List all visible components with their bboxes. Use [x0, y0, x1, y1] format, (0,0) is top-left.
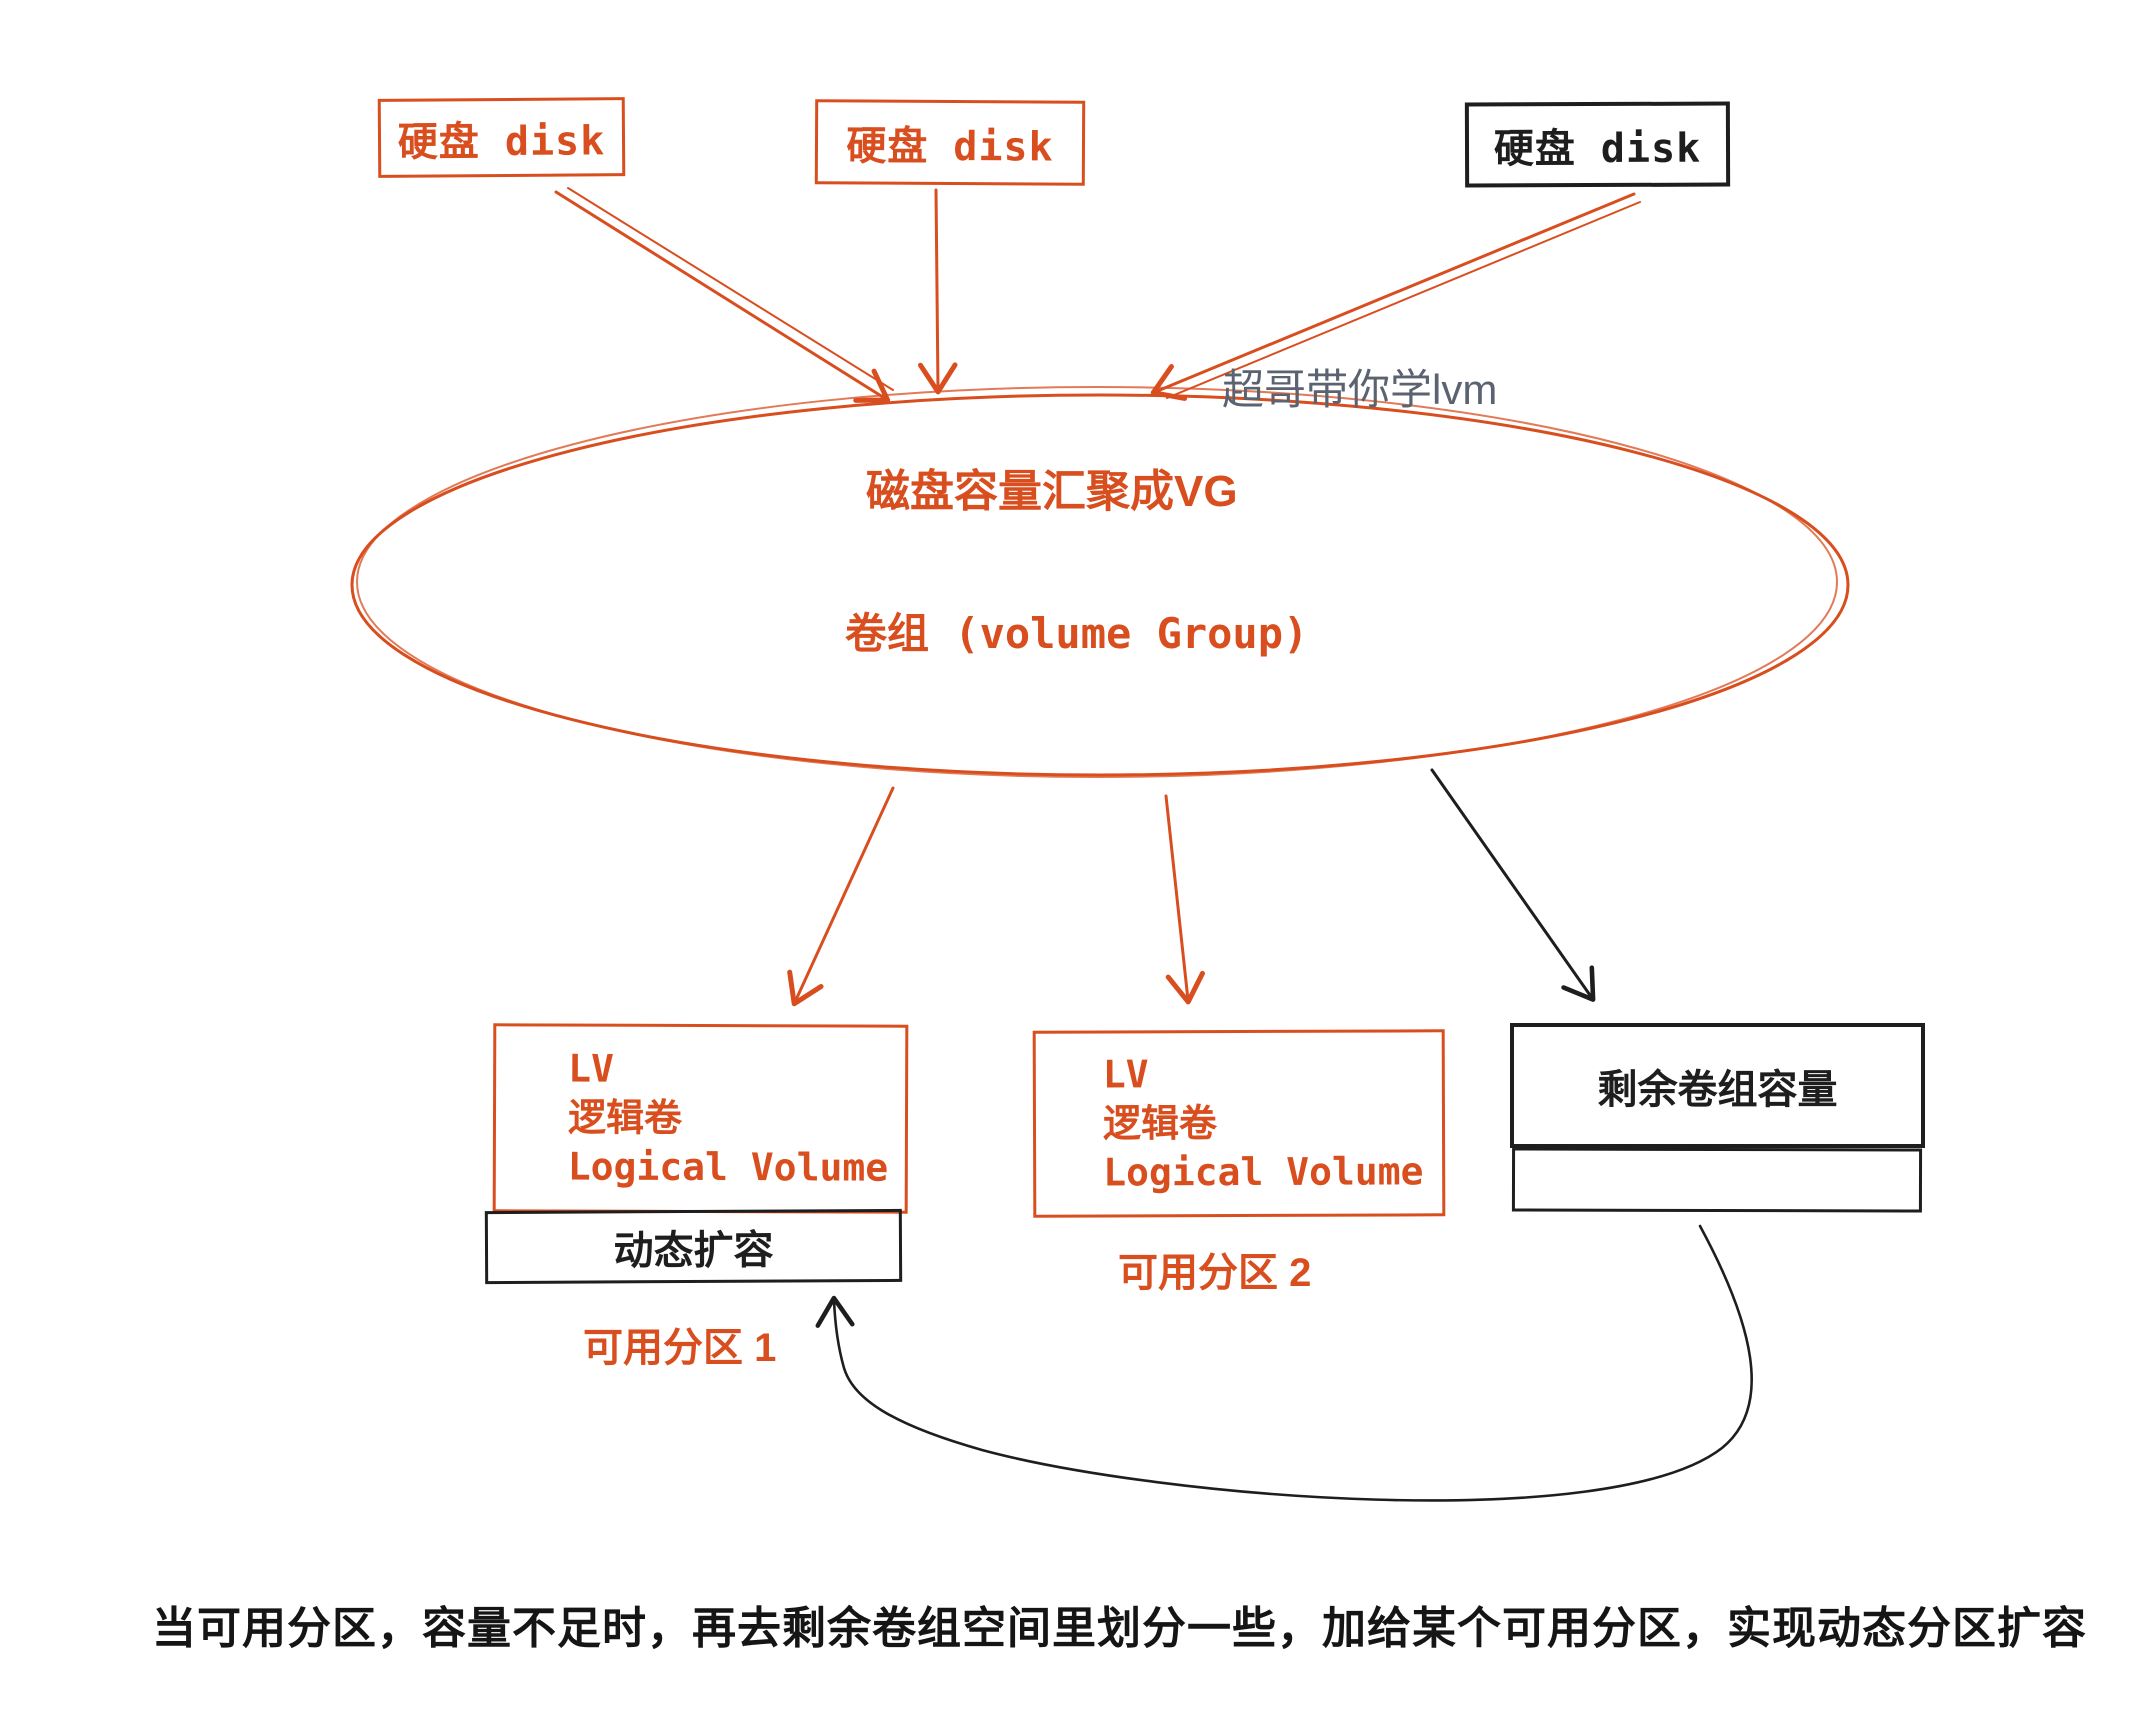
lv1-line-3: Logical Volume — [567, 1144, 889, 1190]
arrow-disk2-to-vg — [918, 188, 958, 395]
lv2-line-3: Logical Volume — [1103, 1149, 1424, 1195]
disk-box-2: 硬盘 disk — [814, 99, 1086, 186]
caption-text: 当可用分区，容量不足时，再去剩余卷组空间里划分一些，加给某个可用分区，实现动态分… — [152, 1604, 2087, 1653]
lv-box-1: LV 逻辑卷 Logical Volume — [492, 1023, 909, 1214]
disk-box-1: 硬盘 disk — [377, 97, 626, 178]
arrow-vg-to-lv1 — [787, 786, 895, 1007]
lv2-line-2: 逻辑卷 — [1102, 1101, 1218, 1146]
disk-box-3: 硬盘 disk — [1464, 101, 1731, 188]
disk-box-1-label: 硬盘 disk — [397, 117, 606, 166]
arrow-remaining-to-expand — [815, 1224, 1753, 1502]
disk-box-2-label: 硬盘 disk — [846, 122, 1054, 171]
volume-group-ellipse — [350, 386, 1850, 778]
lv2-line-1: LV — [1102, 1052, 1149, 1097]
arrow-disk1-to-vg — [554, 190, 891, 403]
vg-title: 磁盘容量汇聚成VG — [866, 467, 1238, 516]
arrow-disk3-to-vg-sketch — [1166, 201, 1641, 399]
lv1-line-2: 逻辑卷 — [567, 1095, 683, 1140]
remaining-capacity-box: 剩余卷组容量 — [1510, 1023, 1925, 1148]
partition-1-label: 可用分区 1 — [583, 1326, 777, 1370]
disk-box-3-label: 硬盘 disk — [1493, 125, 1702, 172]
watermark-text: 超哥带你学lvm — [1222, 366, 1498, 413]
arrow-disk3-to-vg — [1150, 192, 1636, 401]
lv-box-2: LV 逻辑卷 Logical Volume — [1032, 1029, 1446, 1218]
partition-2-label: 可用分区 2 — [1118, 1251, 1312, 1295]
arrow-vg-to-remaining — [1430, 768, 1596, 1002]
arrow-disk1-to-vg-sketch — [567, 187, 894, 391]
vg-subtitle: 卷组 (volume Group) — [845, 609, 1309, 658]
remaining-capacity-empty-strip — [1511, 1147, 1923, 1213]
arrow-vg-to-lv2 — [1164, 794, 1205, 1005]
remaining-capacity-label: 剩余卷组容量 — [1597, 1067, 1838, 1112]
dynamic-expand-label: 动态扩容 — [613, 1228, 774, 1273]
lv1-line-1: LV — [568, 1046, 615, 1091]
dynamic-expand-box: 动态扩容 — [484, 1208, 903, 1285]
